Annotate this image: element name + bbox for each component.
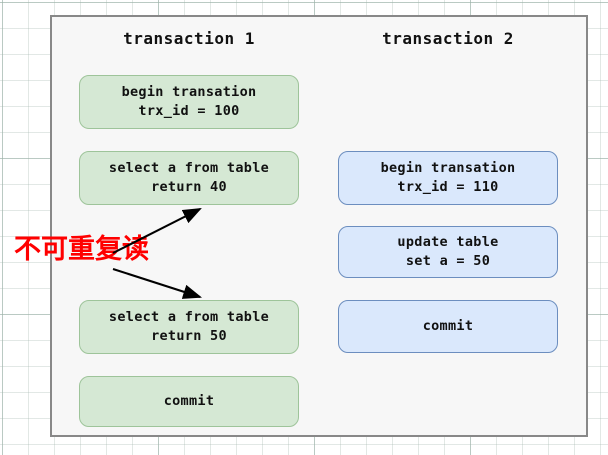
step-line-2: return 40 (151, 179, 227, 195)
step-box-t1-begin-transaction: begin transation trx_id = 100 (79, 75, 299, 129)
step-box-t1-commit: commit (79, 376, 299, 427)
step-line-1: begin transation (121, 84, 257, 100)
step-box-t1-select-return-40: select a from table return 40 (79, 151, 299, 205)
step-line-1: commit (422, 318, 474, 334)
column-header-transaction-2: transaction 2 (382, 29, 514, 48)
step-box-t2-begin-transaction: begin transation trx_id = 110 (338, 151, 558, 205)
step-line-2: return 50 (151, 328, 227, 344)
annotation-non-repeatable-read: 不可重复读 (14, 234, 149, 265)
step-line-1: select a from table (108, 160, 270, 176)
step-line-2: set a = 50 (405, 253, 491, 269)
step-line-1: begin transation (380, 160, 516, 176)
step-box-t1-select-return-50: select a from table return 50 (79, 300, 299, 354)
step-line-2: trx_id = 110 (397, 179, 499, 195)
step-box-t2-update-table: update table set a = 50 (338, 226, 558, 278)
step-line-2: trx_id = 100 (138, 103, 240, 119)
column-header-transaction-1: transaction 1 (123, 29, 255, 48)
step-line-1: select a from table (108, 309, 270, 325)
step-line-1: commit (163, 393, 215, 409)
step-line-1: update table (397, 234, 499, 250)
step-box-t2-commit: commit (338, 300, 558, 353)
